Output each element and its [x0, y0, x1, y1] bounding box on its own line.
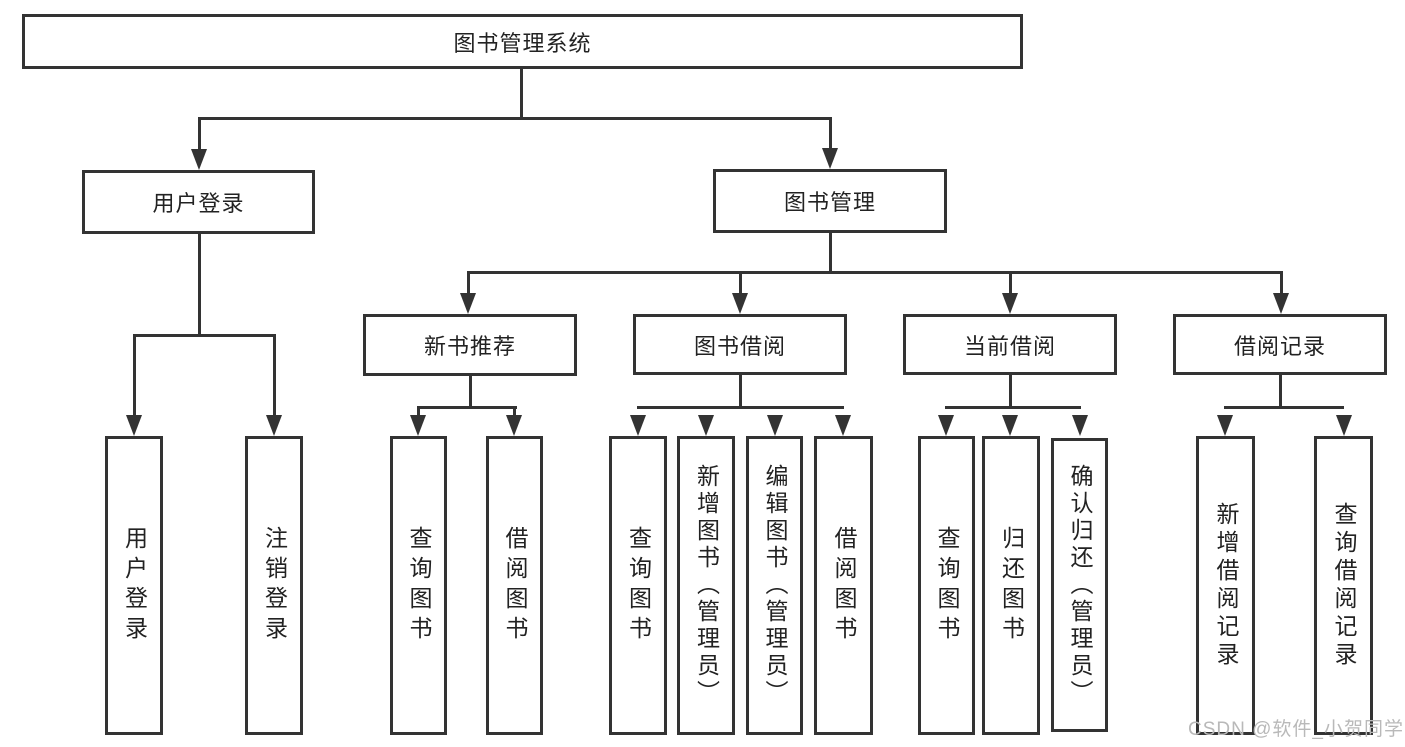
- connector-line: [467, 271, 470, 301]
- arrow-down-icon: [126, 415, 142, 436]
- leaf-query-books-current: 查询图书: [918, 436, 975, 735]
- leaf-user-login: 用户登录: [105, 436, 163, 735]
- node-label: 查询借阅记录: [1331, 501, 1357, 670]
- node-label: 新书推荐: [423, 334, 516, 359]
- arrow-down-icon: [1002, 293, 1018, 314]
- arrow-down-icon: [822, 148, 838, 169]
- connector-line: [273, 334, 276, 424]
- connector-line: [1009, 374, 1012, 409]
- arrow-down-icon: [630, 415, 646, 436]
- node-label: 确认归还（管理员）: [1067, 463, 1093, 707]
- node-label: 图书管理: [783, 190, 876, 215]
- connector-line: [829, 232, 832, 274]
- connector-line: [1224, 406, 1344, 409]
- node-root: 图书管理系统: [22, 14, 1023, 69]
- arrow-down-icon: [1072, 415, 1088, 436]
- arrow-down-icon: [266, 415, 282, 436]
- node-label: 借阅图书: [831, 525, 857, 646]
- arrow-down-icon: [767, 415, 783, 436]
- csdn-watermark: CSDN @软件_小贺同学: [1188, 719, 1404, 740]
- arrow-down-icon: [191, 149, 207, 170]
- node-label: 用户登录: [121, 525, 148, 646]
- leaf-edit-books-admin: 编辑图书（管理员）: [746, 436, 803, 735]
- node-label: 借阅记录: [1233, 333, 1326, 359]
- node-label: 借阅图书: [502, 525, 528, 646]
- arrow-down-icon: [410, 415, 426, 436]
- connector-line: [520, 68, 523, 120]
- node-borrow-records: 借阅记录: [1173, 314, 1387, 375]
- connector-line: [1279, 374, 1282, 409]
- connector-line: [417, 406, 517, 409]
- node-user-login: 用户登录: [82, 170, 315, 234]
- node-book-borrowing: 图书借阅: [633, 314, 847, 375]
- leaf-add-borrow-record: 新增借阅记录: [1196, 436, 1255, 735]
- arrow-down-icon: [698, 415, 714, 436]
- connector-line: [1009, 271, 1012, 301]
- node-label: 查询图书: [406, 525, 432, 646]
- arrow-down-icon: [460, 293, 476, 314]
- node-label: 注销登录: [261, 525, 288, 646]
- node-label: 图书管理系统: [453, 30, 592, 56]
- connector-line: [198, 234, 201, 337]
- arrow-down-icon: [1273, 293, 1289, 314]
- arrow-down-icon: [1336, 415, 1352, 436]
- leaf-return-books: 归还图书: [982, 436, 1040, 735]
- node-book-management: 图书管理: [713, 169, 947, 233]
- node-label: 查询图书: [934, 525, 960, 646]
- connector-line: [467, 271, 1283, 274]
- node-label: 新增借阅记录: [1213, 501, 1239, 670]
- node-label: 用户登录: [152, 191, 245, 216]
- connector-line: [739, 374, 742, 409]
- arrow-down-icon: [1002, 415, 1018, 436]
- leaf-query-borrow-record: 查询借阅记录: [1314, 436, 1373, 735]
- leaf-borrow-books-recommend: 借阅图书: [486, 436, 543, 735]
- arrow-down-icon: [506, 415, 522, 436]
- arrow-down-icon: [835, 415, 851, 436]
- node-label: 编辑图书（管理员）: [762, 464, 788, 707]
- node-label: 查询图书: [625, 525, 652, 646]
- leaf-query-books-borrowing: 查询图书: [609, 436, 667, 735]
- connector-line: [1280, 271, 1283, 301]
- node-new-book-recommend: 新书推荐: [363, 314, 577, 376]
- connector-line: [829, 117, 832, 157]
- connector-line: [198, 117, 832, 120]
- leaf-logout: 注销登录: [245, 436, 303, 735]
- leaf-confirm-return-admin: 确认归还（管理员）: [1051, 438, 1108, 732]
- node-label: 图书借阅: [693, 333, 786, 359]
- arrow-down-icon: [938, 415, 954, 436]
- arrow-down-icon: [1217, 415, 1233, 436]
- connector-line: [198, 117, 201, 157]
- leaf-borrow-books: 借阅图书: [814, 436, 873, 735]
- node-label: 新增图书（管理员）: [693, 464, 720, 707]
- connector-line: [133, 334, 275, 337]
- node-label: 当前借阅: [963, 333, 1056, 359]
- connector-line: [637, 406, 844, 409]
- connector-line: [469, 376, 472, 409]
- leaf-add-books-admin: 新增图书（管理员）: [677, 436, 735, 735]
- connector-line: [739, 271, 742, 301]
- connector-line: [945, 406, 1081, 409]
- leaf-query-books-recommend: 查询图书: [390, 436, 447, 735]
- connector-line: [133, 334, 136, 424]
- arrow-down-icon: [732, 293, 748, 314]
- node-label: 归还图书: [998, 525, 1025, 646]
- node-current-borrowing: 当前借阅: [903, 314, 1117, 375]
